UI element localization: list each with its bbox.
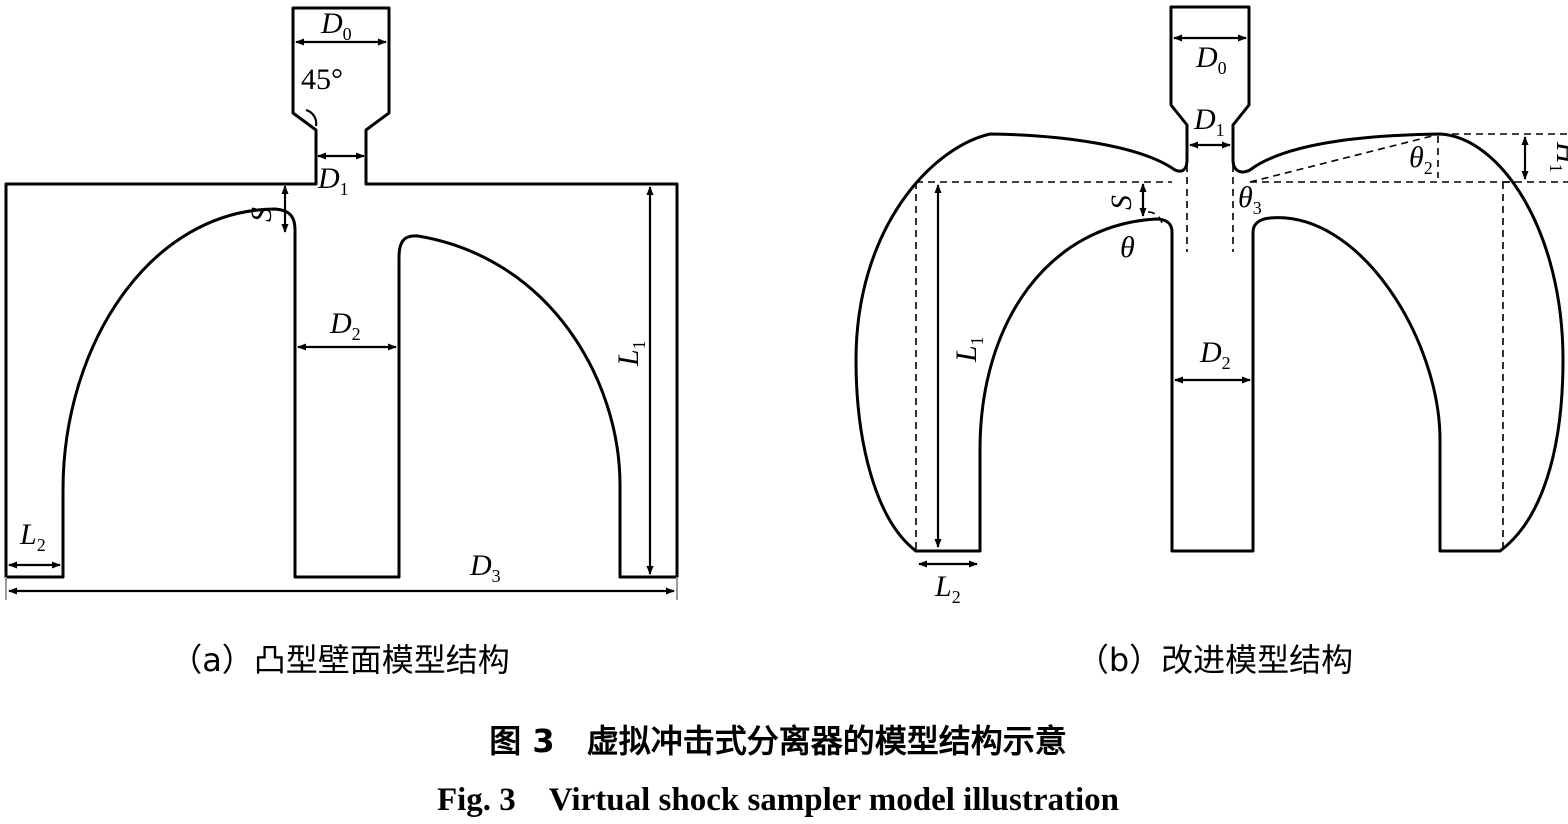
- panel-a-label-d0: D0: [320, 7, 352, 44]
- panel-b-label-d0: D0: [1195, 41, 1227, 78]
- panel-b-label-d2: D2: [1199, 336, 1231, 373]
- panel-a-label-l2: L2: [19, 518, 46, 555]
- panel-b-label-h1: H1: [1546, 141, 1568, 173]
- panel-a-label-angle: 45°: [301, 63, 343, 96]
- panel-b-label-theta3: θ3: [1238, 181, 1262, 218]
- panel-a-housing-outline: [4, 6, 679, 579]
- panel-b-label-theta: θ: [1120, 231, 1135, 264]
- panel-b-label-l1: L1: [950, 336, 987, 363]
- panel-a-diagram: D0 45° D1 S D2 L1 L2 D3: [4, 6, 679, 600]
- panel-a-label-d1: D1: [317, 162, 349, 199]
- panel-b-label-s: S: [1105, 195, 1138, 210]
- panel-b-inner-outline: [854, 5, 1565, 553]
- panel-b-label-theta2: θ2: [1409, 141, 1433, 178]
- panel-a-label-s: S: [245, 207, 278, 222]
- figure-caption-en: Fig. 3 Virtual shock sampler model illus…: [437, 782, 1119, 818]
- panel-b-theta-arc: [1147, 211, 1163, 229]
- panel-b-dash-theta2-chord: [1249, 133, 1441, 183]
- panel-b-label-d1: D1: [1193, 103, 1225, 140]
- panel-a-label-l1: L1: [612, 340, 649, 367]
- panel-a-angle-arc: [305, 108, 318, 127]
- panel-b-diagram: D0 D1 S θ θ3 θ2 H1 D2 L1 L2: [854, 5, 1568, 607]
- panel-a-label-d3: D3: [469, 549, 501, 586]
- panel-a-label-d2: D2: [329, 307, 361, 344]
- panel-b-caption: （b）改进模型结构: [1077, 641, 1353, 679]
- panel-a-caption: （a）凸型壁面模型结构: [170, 641, 510, 679]
- panel-b-label-l2: L2: [934, 570, 961, 607]
- figure-caption-cn: 图 3 虚拟冲击式分离器的模型结构示意: [489, 722, 1066, 760]
